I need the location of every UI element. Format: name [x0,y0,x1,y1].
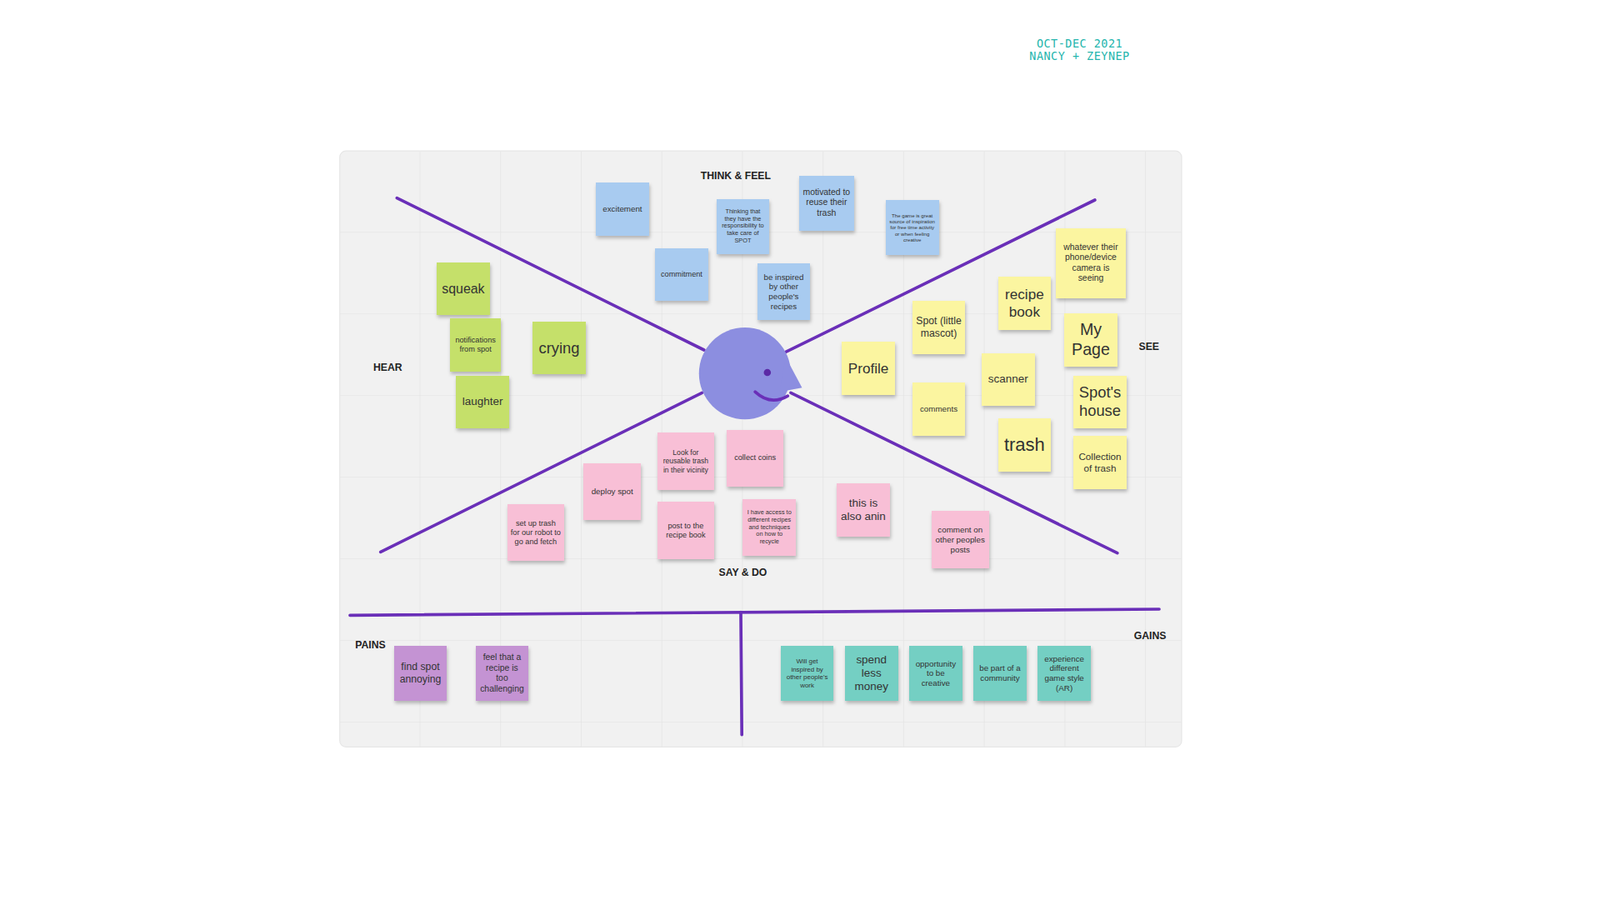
section-label: SAY & DO [719,566,768,579]
note-text: deploy spot [591,486,634,497]
note-text: laughter [462,395,504,409]
header-text: NANCY + ZEYNEP [1029,50,1130,63]
sticky-note: Spot (little mascot) [912,300,966,355]
note-text: Profile [848,360,890,378]
section-label: SEE [1139,340,1160,353]
note-text: comments [920,404,958,415]
note-text: crying [539,339,580,358]
note-text: collect coins [734,453,776,463]
note-text: be part of a community [976,663,1024,684]
note-text: Thinking that they have the responsibili… [720,208,767,245]
note-text: My Page [1067,320,1115,360]
sticky-note: crying [532,321,586,375]
note-text: comment on other peoples posts [935,525,986,555]
section-label: GAINS [1134,630,1167,642]
note-text: experience different game style (AR) [1040,654,1088,694]
sticky-note: comments [912,382,966,436]
note-text: trash [1004,434,1045,456]
note-text: spend less money [848,653,895,694]
note-text: motivated to reuse their trash [802,187,851,219]
quadrant-lines [350,198,1160,735]
sticky-note: notifications from spot [450,318,501,372]
sticky-note: this is also anin [836,483,890,537]
sticky-note: excitement [595,182,650,236]
sticky-note: Thinking that they have the responsibili… [716,199,770,255]
section-label: THINK & FEEL [700,170,771,182]
face-illustration [699,327,803,420]
note-text: recipe book [1001,285,1049,320]
sticky-note: whatever their phone/device camera is se… [1055,228,1125,298]
note-text: scanner [988,372,1029,386]
note-text: this is also anin [840,496,887,524]
section-label: HEAR [373,361,403,374]
sticky-note: find spot annoying [394,645,448,701]
sticky-note: set up trash for our robot to go and fet… [507,504,565,562]
note-text: excitement [602,204,642,215]
note-text: The game is great source of inspiration … [889,212,936,244]
note-text: commitment [660,270,703,280]
note-text: opportunity to be creative [912,659,960,689]
sticky-note: motivated to reuse their trash [799,175,855,231]
sticky-note: Profile [841,341,895,395]
note-text: post to the recipe book [660,521,712,540]
sticky-note: post to the recipe book [657,501,715,560]
sticky-note: experience different game style (AR) [1037,645,1091,701]
note-text: I have access to different recipes and t… [745,509,793,546]
note-text: Spot's house [1076,383,1124,420]
sticky-note: recipe book [998,276,1052,330]
note-text: Look for reusable trash in their vicinit… [660,448,712,475]
sticky-note: Will get inspired by other people's work [780,645,835,701]
sticky-note: be inspired by other people's recipes [757,263,811,321]
sticky-note: deploy spot [583,463,641,521]
sticky-note: scanner [981,353,1035,407]
note-text: Will get inspired by other people's work [784,657,831,690]
note-text: Collection of trash [1076,450,1124,475]
sticky-note: The game is great source of inspiration … [885,200,940,255]
sticky-note: Collection of trash [1073,435,1127,490]
note-text: set up trash for our robot to go and fet… [510,519,562,547]
header-text: OCT-DEC 2021 [1036,37,1123,50]
sticky-note: feel that a recipe is too challenging [475,645,530,701]
sticky-note: Spot's house [1073,375,1127,430]
sticky-note: squeak [436,262,490,316]
note-text: feel that a recipe is too challenging [479,652,526,695]
sticky-note: My Page [1064,313,1118,367]
sticky-note: comment on other peoples posts [931,510,990,569]
note-text: be inspired by other people's recipes [760,272,808,312]
sticky-note: I have access to different recipes and t… [742,499,796,557]
note-text: notifications from spot [453,335,498,355]
sticky-note: trash [998,418,1052,472]
board-ground [340,150,1182,747]
sticky-note: commitment [655,248,709,302]
sticky-note: opportunity to be creative [909,645,963,701]
note-text: find spot annoying [397,660,445,685]
section-label: PAINS [355,639,385,651]
sticky-note: be part of a community [973,645,1027,701]
sticky-note: Look for reusable trash in their vicinit… [657,432,715,490]
note-text: Spot (little mascot) [915,315,963,340]
sticky-note: laughter [455,375,510,430]
note-text: whatever their phone/device camera is se… [1059,242,1122,285]
note-text: squeak [441,280,485,297]
sticky-note: spend less money [845,645,899,701]
sticky-note: collect coins [726,430,785,488]
